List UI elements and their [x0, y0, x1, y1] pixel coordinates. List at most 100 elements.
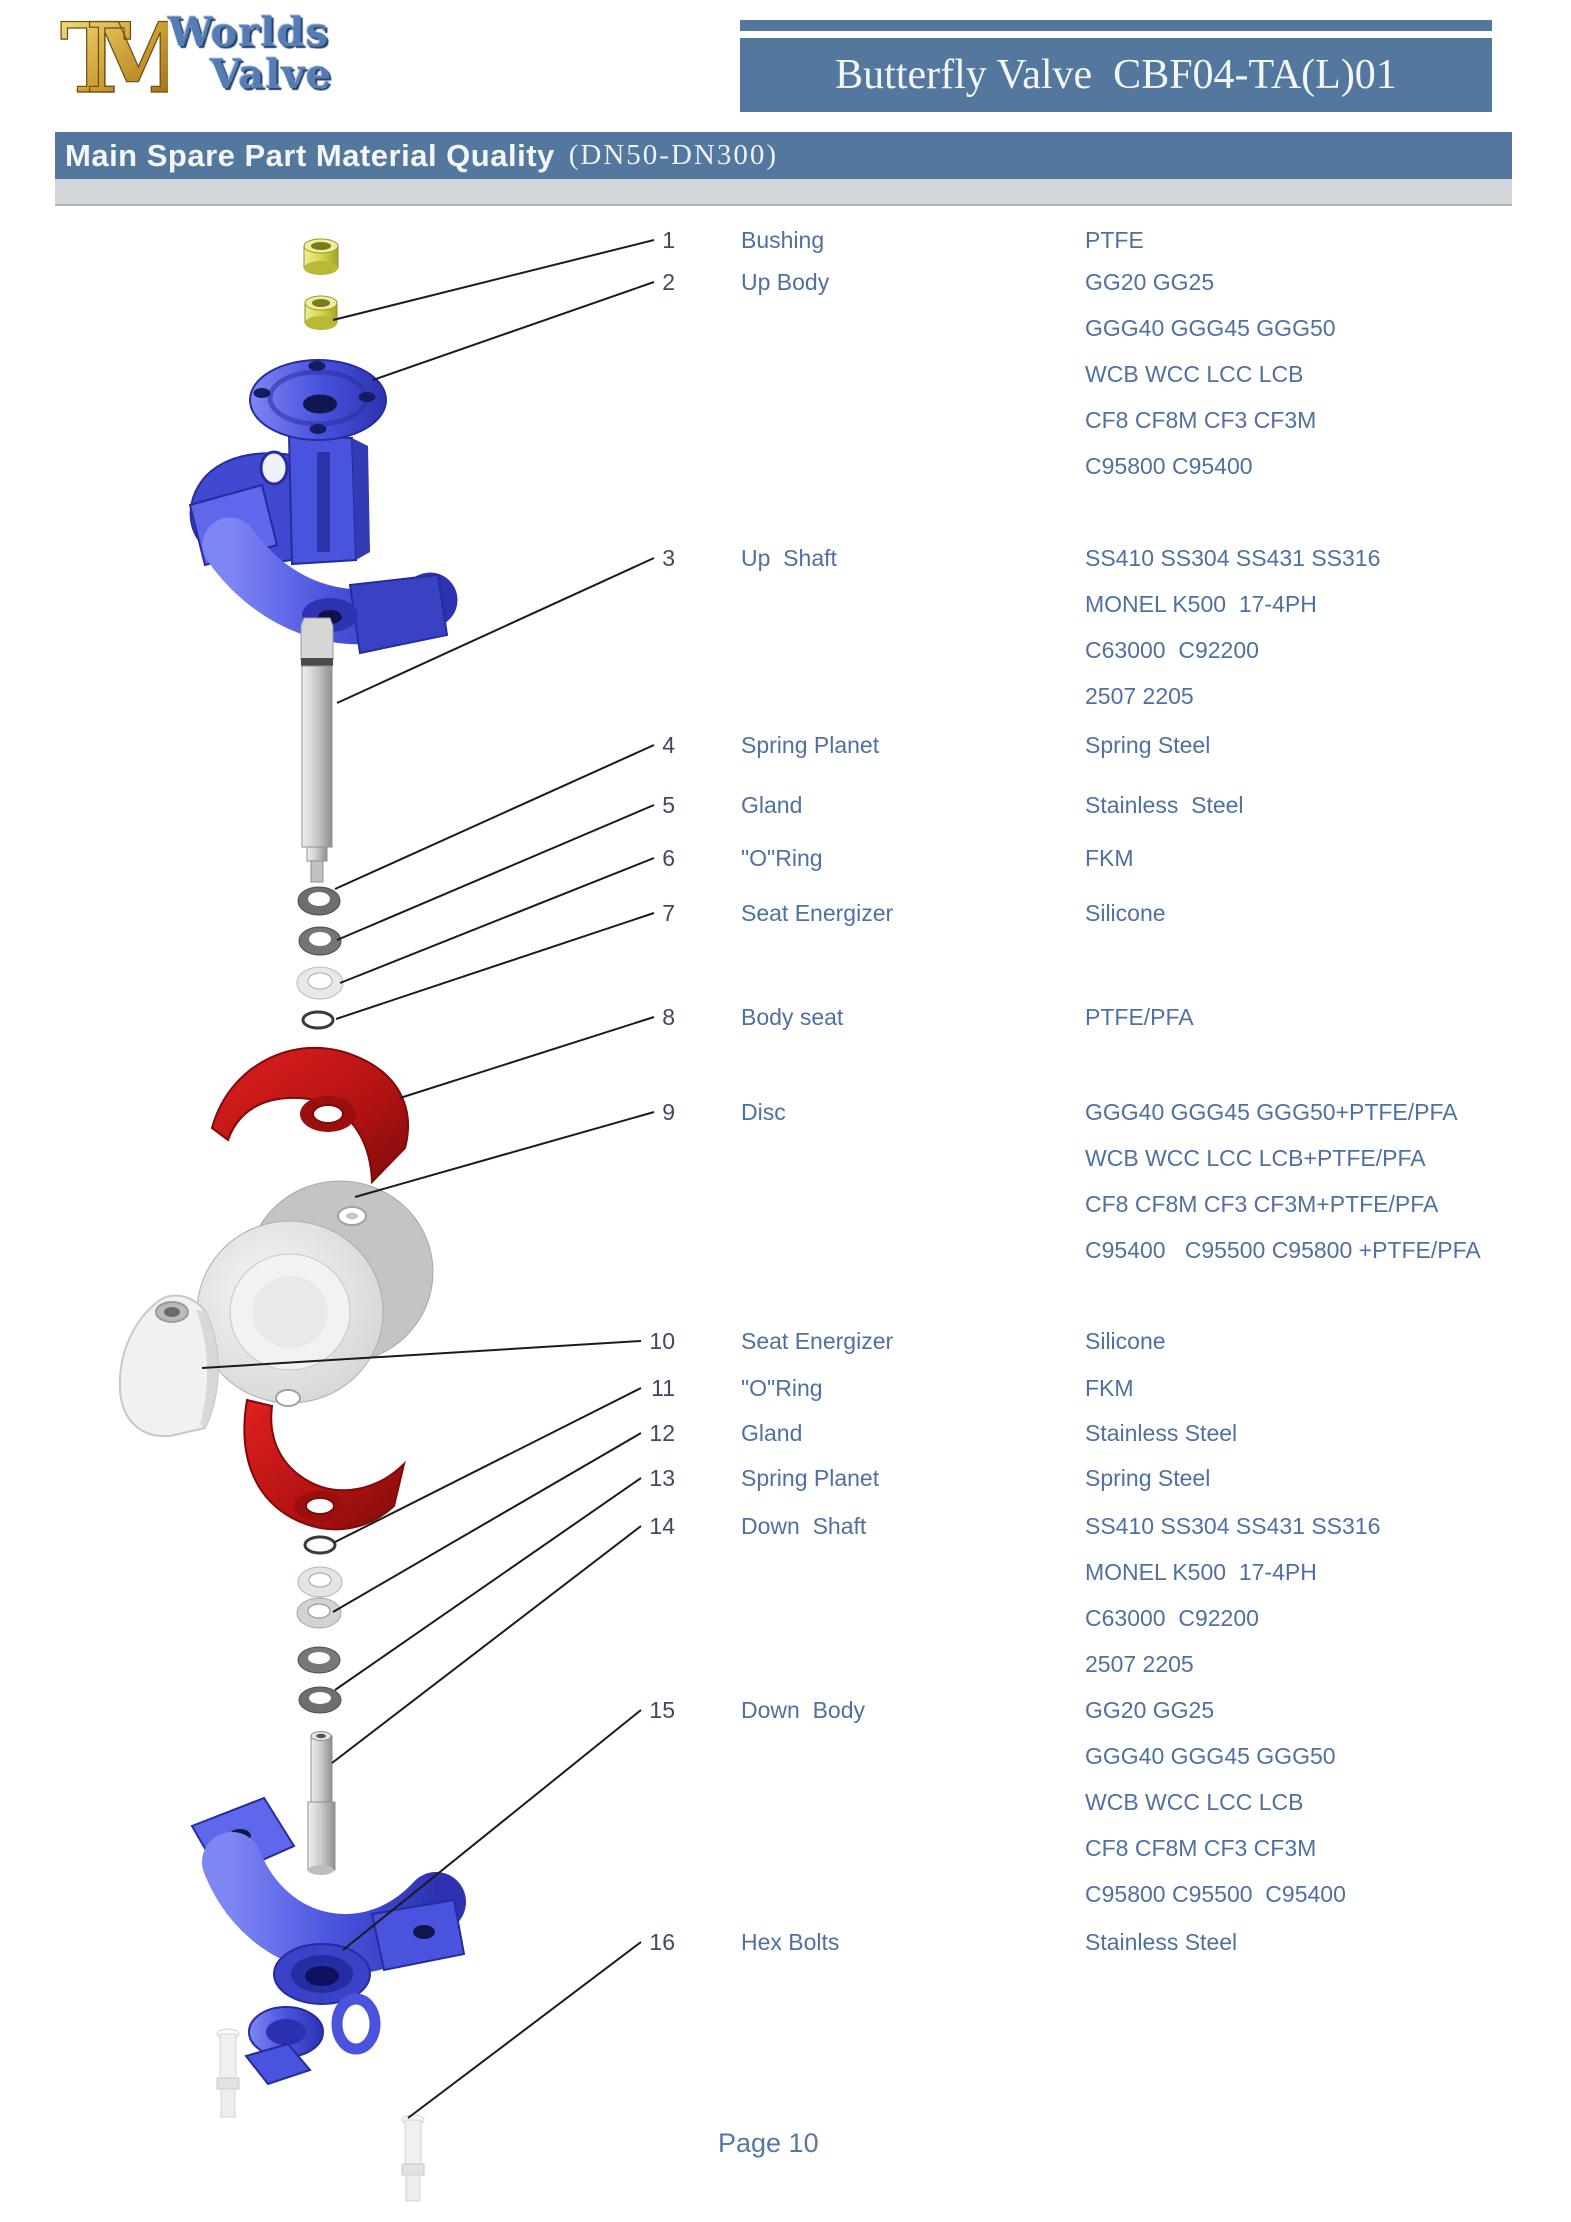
brand-line2: Valve: [210, 51, 333, 98]
up-shaft-part: [300, 617, 334, 883]
leader-line: [339, 857, 655, 984]
leader-line: [336, 557, 655, 704]
part-material: 2507 2205: [1085, 683, 1194, 709]
lower-washer-stack: [296, 1535, 343, 1714]
part-material: Silicone: [1085, 900, 1166, 926]
part-name: Seat Energizer: [741, 1328, 894, 1354]
part-name: Up Body: [741, 269, 830, 295]
leader-line: [334, 744, 655, 890]
part-name: Disc: [741, 1099, 786, 1125]
bushing-1-hole: [311, 242, 331, 250]
part-material: 2507 2205: [1085, 1651, 1194, 1677]
part-name: Bushing: [741, 227, 825, 253]
leader-line: [399, 1016, 655, 1099]
part-number: 14: [649, 1513, 675, 1539]
section-size-range: (DN50-DN300): [568, 139, 779, 171]
part-name: Gland: [741, 792, 803, 818]
product-title: Butterfly Valve CBF04-TA(L)01: [835, 52, 1397, 98]
part-material: SS410 SS304 SS431 SS316: [1085, 1513, 1381, 1539]
product-title-box: Butterfly Valve CBF04-TA(L)01: [740, 38, 1492, 112]
part-material: CF8 CF8M CF3 CF3M: [1085, 1835, 1317, 1861]
part-material: Stainless Steel: [1085, 1929, 1238, 1955]
part-number: 2: [662, 269, 675, 295]
section-title: Main Spare Part Material Quality: [65, 137, 555, 173]
leader-line: [332, 1432, 642, 1613]
part-number: 10: [649, 1328, 675, 1354]
part-number: 13: [649, 1465, 675, 1491]
part-number: 4: [662, 732, 675, 758]
part-name: Spring Planet: [741, 1465, 880, 1491]
title-accent-bar: [740, 20, 1492, 31]
part-material: C95800 C95400: [1085, 453, 1253, 479]
part-material: WCB WCC LCC LCB+PTFE/PFA: [1085, 1145, 1426, 1171]
body-seat-upper-part: [210, 1046, 409, 1185]
part-material: C95800 C95500 C95400: [1085, 1881, 1346, 1907]
part-number: 12: [649, 1420, 675, 1446]
part-material: C63000 C92200: [1085, 1605, 1259, 1631]
leader-line: [334, 1477, 642, 1691]
leader-line: [354, 1111, 655, 1198]
bushing-2-hole: [312, 299, 330, 307]
part-material: GGG40 GGG45 GGG50: [1085, 315, 1336, 341]
part-material: CF8 CF8M CF3 CF3M+PTFE/PFA: [1085, 1191, 1439, 1217]
part-material: C63000 C92200: [1085, 637, 1259, 663]
part-material: C95400 C95500 C95800 +PTFE/PFA: [1085, 1237, 1481, 1263]
part-material: WCB WCC LCC LCB: [1085, 1789, 1304, 1815]
part-number: 5: [662, 792, 675, 818]
part-material: Stainless Steel: [1085, 792, 1244, 818]
part-material: PTFE/PFA: [1085, 1004, 1194, 1030]
leader-line: [335, 912, 655, 1020]
part-number: 6: [662, 845, 675, 871]
part-material: MONEL K500 17-4PH: [1085, 591, 1317, 617]
part-number: 3: [662, 545, 675, 571]
part-name: Spring Planet: [741, 732, 880, 758]
leader-line: [201, 1340, 642, 1369]
body-seat-lower-part: [243, 1398, 406, 1531]
part-material: FKM: [1085, 1375, 1134, 1401]
part-name: "O"Ring: [741, 845, 823, 871]
company-logo-icon: TM: [59, 4, 168, 112]
part-material: WCB WCC LCC LCB: [1085, 361, 1304, 387]
part-material: GGG40 GGG45 GGG50+PTFE/PFA: [1085, 1099, 1458, 1125]
part-material: GG20 GG25: [1085, 269, 1215, 295]
leader-line: [407, 1941, 642, 2119]
seat-energizer-wedge-part: [118, 1294, 219, 1438]
disc-part: [196, 1180, 434, 1407]
part-material: GG20 GG25: [1085, 1697, 1215, 1723]
part-material: Silicone: [1085, 1328, 1166, 1354]
part-material: PTFE: [1085, 227, 1144, 253]
leader-line: [372, 281, 655, 381]
up-body-part: [188, 359, 458, 655]
part-material: GGG40 GGG45 GGG50: [1085, 1743, 1336, 1769]
part-name: Hex Bolts: [741, 1929, 840, 1955]
part-name: Down Body: [741, 1697, 866, 1723]
page-number: Page 10: [718, 2128, 819, 2158]
part-material: SS410 SS304 SS431 SS316: [1085, 545, 1381, 571]
part-material: Stainless Steel: [1085, 1420, 1238, 1446]
part-name: Seat Energizer: [741, 900, 894, 926]
bushing-1-bottom: [304, 261, 338, 275]
brand-line1: Worlds: [168, 9, 330, 56]
upper-washer-stack: [296, 886, 344, 1030]
hex-bolt-right: [401, 2114, 425, 2202]
hex-bolt-left: [216, 2028, 240, 2118]
part-number: 16: [649, 1929, 675, 1955]
part-name: Up Shaft: [741, 545, 837, 571]
o-ring-upper: [301, 1010, 335, 1030]
part-name: Gland: [741, 1420, 803, 1446]
o-ring-lower: [303, 1535, 337, 1555]
part-material: MONEL K500 17-4PH: [1085, 1559, 1317, 1585]
down-body-part: [190, 1796, 466, 2086]
leader-line: [342, 1709, 642, 1951]
part-number: 9: [662, 1099, 675, 1125]
leader-line: [334, 1387, 642, 1543]
part-number: 8: [662, 1004, 675, 1030]
part-name: "O"Ring: [741, 1375, 823, 1401]
part-name: Body seat: [741, 1004, 844, 1030]
leader-line: [331, 1525, 642, 1764]
section-divider-band: [55, 179, 1512, 206]
part-material: CF8 CF8M CF3 CF3M: [1085, 407, 1317, 433]
part-number: 15: [649, 1697, 675, 1723]
